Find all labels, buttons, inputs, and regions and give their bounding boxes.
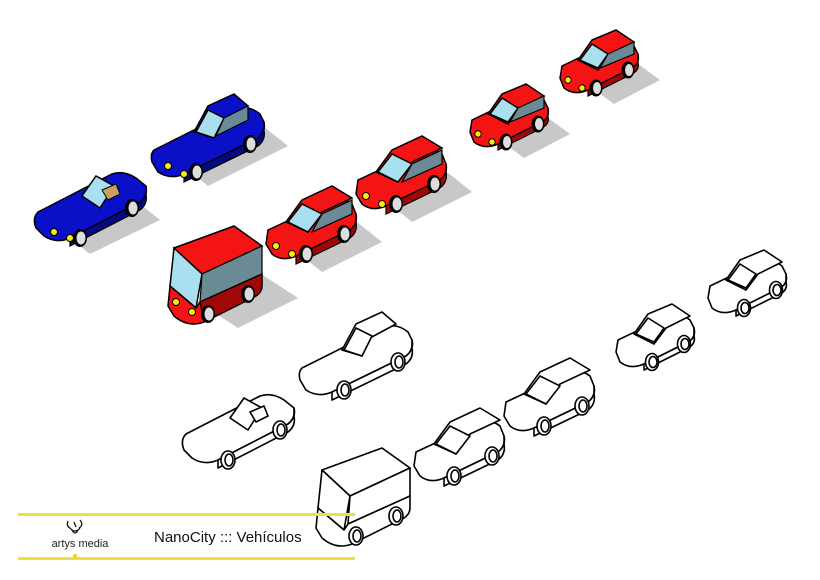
vehicle-outline-compact-2 <box>707 249 788 318</box>
vehicle-red-compact-1 <box>469 83 570 158</box>
vehicle-outline-coupe <box>298 311 414 401</box>
brand-dot <box>73 554 77 558</box>
vehicle-blue-coupe <box>150 93 288 186</box>
vehicle-outline-convertible <box>181 393 296 470</box>
vehicle-red-hatchback-2 <box>355 135 472 222</box>
bug-logo-icon <box>66 519 83 534</box>
brand-name: artys media <box>51 538 109 550</box>
footer-bottom-line <box>18 557 355 560</box>
page-title: NanoCity ::: Vehículos <box>154 529 302 546</box>
vehicle-outline-hatchback-1 <box>413 407 506 487</box>
footer-top-line <box>18 513 355 516</box>
vehicle-outline-van <box>315 447 411 547</box>
vehicle-red-compact-2 <box>559 29 660 104</box>
vehicle-red-hatchback-1 <box>265 185 382 272</box>
vehicle-blue-convertible <box>33 171 160 254</box>
brand-logo: artys media <box>40 518 120 562</box>
vehicle-outline-hatchback-2 <box>503 357 596 437</box>
vehicle-red-van <box>167 225 298 328</box>
vehicle-outline-compact-1 <box>615 303 696 372</box>
